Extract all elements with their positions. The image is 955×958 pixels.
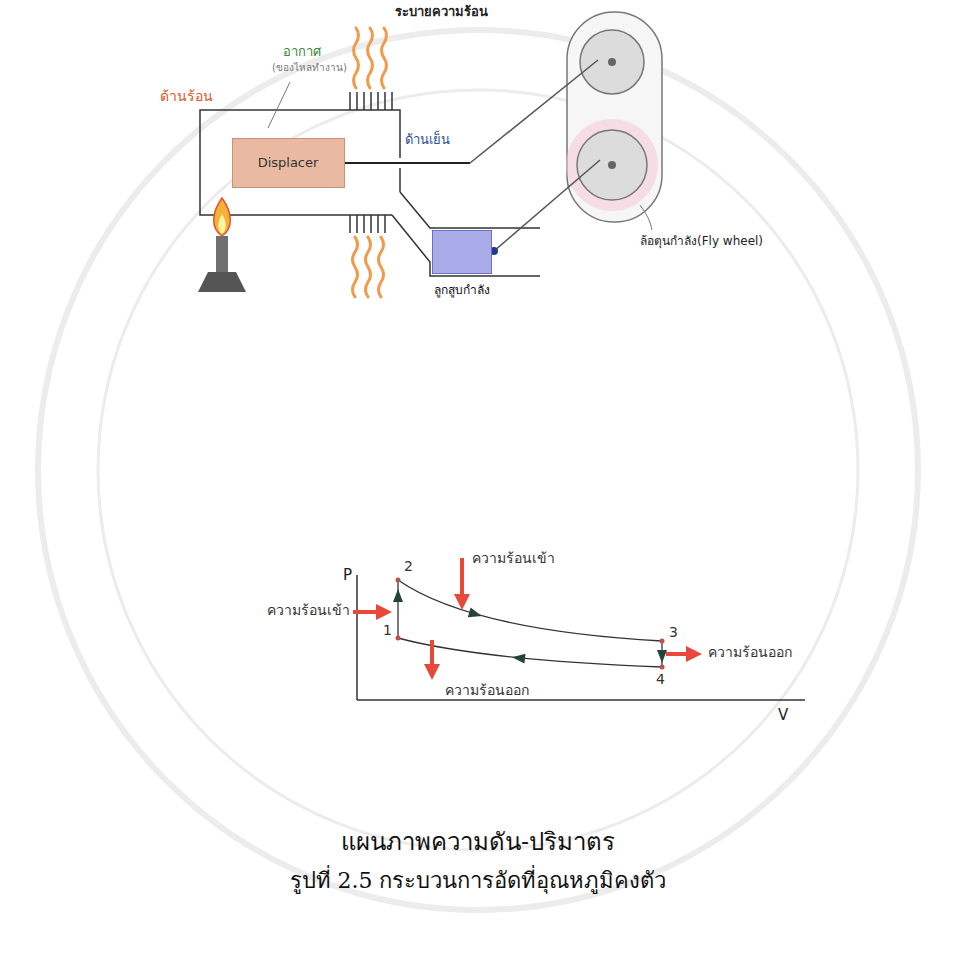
leader-line — [640, 205, 652, 230]
cycle-arrow — [468, 608, 483, 621]
watermark-seal — [98, 90, 858, 850]
cylinder — [399, 168, 401, 192]
heat-rejection-label: ระบายความร้อน — [395, 4, 488, 20]
heat-waves — [354, 28, 359, 88]
flywheel-label: ล้อตุนกำลัง(Fly wheel) — [640, 234, 763, 248]
state-point — [660, 639, 665, 644]
power-piston: ลูกสูบกำลัง — [432, 230, 492, 274]
burner — [216, 236, 228, 272]
burner — [198, 272, 246, 292]
heat-arrow — [460, 558, 464, 602]
cooling-fins — [349, 215, 351, 233]
cooling-fins — [356, 215, 358, 233]
pv-cycle — [397, 580, 398, 638]
connecting-rods — [494, 160, 600, 251]
pv-cycle — [398, 580, 662, 641]
figure-caption: รูปที่ 2.5 กระบวนการอัดที่อุณหภูมิคงตัว — [290, 868, 667, 894]
cooling-fins — [391, 92, 393, 110]
heat-label: ความร้อนเข้า — [267, 602, 350, 619]
cooling-fins — [363, 92, 365, 110]
fluid-label: อากาศ — [283, 44, 321, 60]
state-number: 2 — [404, 558, 413, 575]
cycle-arrow — [657, 650, 667, 663]
state-number: 3 — [669, 624, 678, 641]
flywheel — [577, 130, 647, 200]
hot-side-label: ด้านร้อน — [160, 88, 213, 105]
heat-arrow — [666, 652, 694, 656]
state-number: 4 — [656, 671, 665, 688]
flywheel — [566, 119, 658, 211]
flywheel — [566, 12, 662, 222]
watermark-seal — [38, 30, 918, 910]
heat-label: ความร้อนเข้า — [472, 550, 555, 567]
cooling-fins — [363, 215, 365, 233]
burner — [198, 198, 246, 292]
cooling-fins — [349, 92, 351, 110]
pv-cycle — [398, 638, 662, 667]
cooling-fins — [377, 92, 379, 110]
flywheel — [608, 161, 616, 169]
pv-axes — [357, 699, 805, 701]
heat-waves — [366, 237, 371, 297]
flywheel — [608, 58, 616, 66]
heat-label: ความร้อนออก — [708, 644, 792, 661]
state-point — [396, 578, 401, 583]
axis-label: P — [343, 566, 352, 584]
box-label: Displacer — [258, 155, 319, 171]
connecting-rods — [470, 60, 600, 255]
heat-arrow — [353, 558, 694, 672]
fluid-note: (ของไหลทำงาน) — [272, 62, 347, 74]
connecting-rods — [470, 60, 598, 163]
cylinder — [392, 215, 540, 276]
state-point — [396, 578, 665, 670]
diagram-title: แผนภาพความดัน-ปริมาตร — [341, 828, 615, 857]
cooling-fins — [356, 92, 358, 110]
cooling-fins — [370, 92, 372, 110]
axis-label: V — [778, 706, 788, 724]
burner — [218, 214, 226, 234]
state-point — [660, 665, 665, 670]
pv-cycle — [398, 580, 662, 667]
cycle-arrow — [393, 589, 403, 602]
displacer-box: Displacer — [232, 138, 345, 188]
cooling-fins — [370, 215, 372, 233]
heat-arrow — [430, 640, 434, 672]
state-number: 1 — [383, 622, 392, 639]
state-point — [396, 636, 401, 641]
displacer-rod — [345, 162, 470, 164]
burner — [214, 198, 231, 236]
cycle-arrow — [512, 652, 526, 663]
heat-label: ความร้อนออก — [445, 682, 529, 699]
cooling-fins — [377, 215, 379, 233]
heat-waves — [379, 237, 384, 297]
flywheel — [580, 30, 644, 94]
cooling-fins — [384, 215, 386, 233]
cylinder — [400, 192, 540, 228]
watermark-seal — [38, 30, 918, 910]
pv-axes — [357, 575, 805, 700]
part-label: ลูกสูบกำลัง — [434, 283, 490, 297]
heat-arrow — [353, 610, 384, 614]
pv-axes — [356, 575, 358, 700]
cold-side-label: ด้านเย็น — [405, 132, 450, 148]
leader-line — [268, 82, 290, 128]
heat-waves — [353, 237, 358, 297]
heat-waves — [368, 28, 373, 88]
heat-waves — [382, 28, 387, 88]
cooling-fins — [384, 92, 386, 110]
flywheel — [567, 12, 662, 222]
cycle-arrow — [393, 589, 667, 664]
